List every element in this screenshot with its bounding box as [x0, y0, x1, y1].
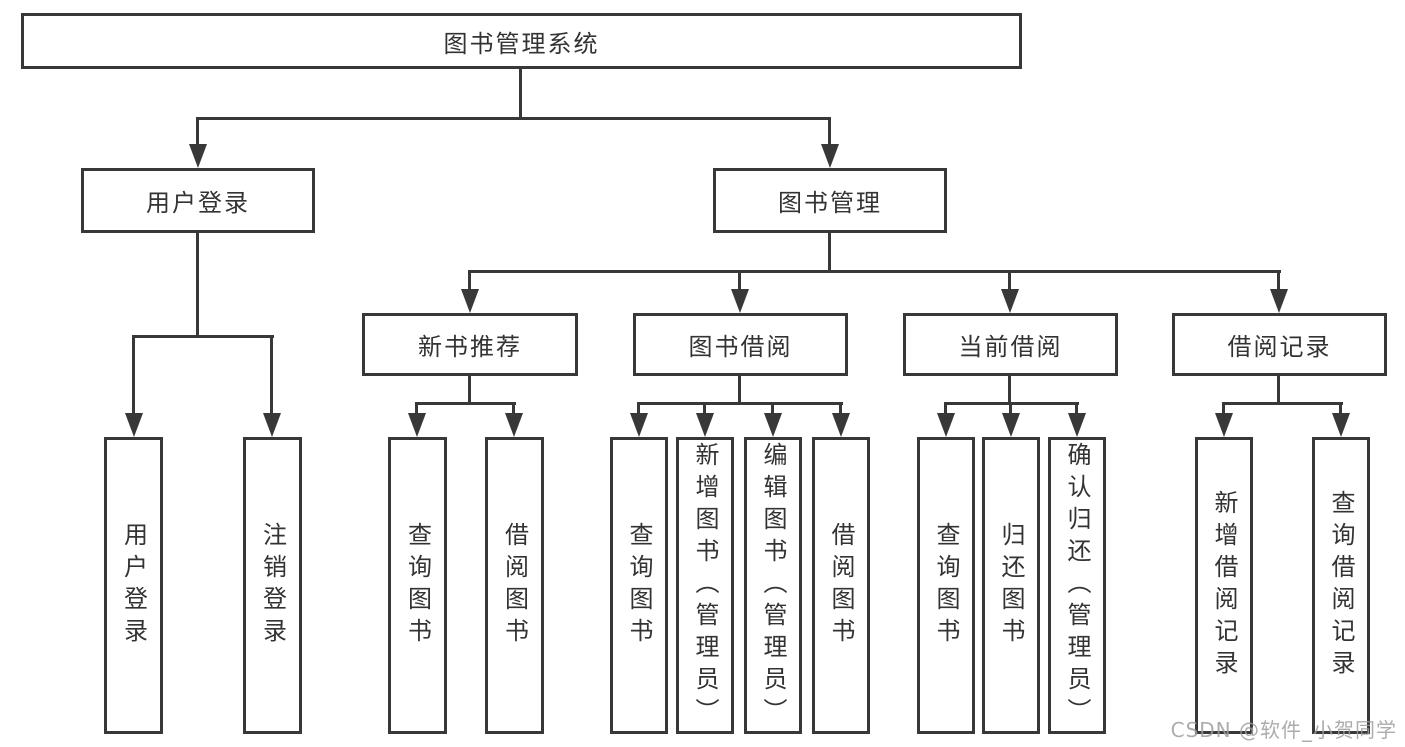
connector-mgmt-bar — [468, 270, 1281, 273]
node-book-borrow: 图书借阅 — [633, 313, 848, 376]
node-leaf-return-books: 归还图书 — [982, 437, 1040, 734]
node-leaf-confirm-return-admin: 确认归还（管理员） — [1048, 437, 1106, 734]
node-leaf-label: 借阅图书 — [827, 521, 855, 650]
node-borrow-records-label: 借阅记录 — [1227, 333, 1332, 361]
connector-mgmt-drop — [468, 270, 471, 292]
arrowhead-icon — [461, 289, 479, 313]
node-leaf-label: 借阅图书 — [500, 521, 529, 650]
node-leaf-label: 新增图书（管理员） — [691, 441, 719, 730]
node-current-borrow: 当前借阅 — [903, 313, 1118, 376]
node-root-label: 图书管理系统 — [443, 29, 600, 58]
arrowhead-icon — [1001, 289, 1019, 313]
arrowhead-icon — [630, 413, 648, 437]
node-leaf-label: 归还图书 — [997, 521, 1025, 650]
node-leaf-label: 查询图书 — [932, 521, 960, 650]
connector-recommend-drop — [512, 402, 515, 415]
connector-mgmt-stem — [828, 233, 831, 273]
node-leaf-logout: 注销登录 — [243, 437, 302, 734]
node-leaf-query-books-recommend: 查询图书 — [388, 437, 447, 734]
connector-mgmt-drop — [1277, 270, 1280, 292]
node-leaf-label: 确认归还（管理员） — [1063, 441, 1091, 730]
watermark-text: CSDN @软件_小贺同学 — [1170, 718, 1397, 742]
arrowhead-icon — [1068, 413, 1086, 437]
arrowhead-icon — [821, 144, 839, 168]
node-leaf-query-books-current: 查询图书 — [917, 437, 975, 734]
connector-borrow-stem — [738, 376, 741, 404]
arrowhead-icon — [1332, 413, 1350, 437]
arrowhead-icon — [1215, 413, 1233, 437]
node-leaf-label: 新增借阅记录 — [1210, 489, 1238, 682]
connector-records-drop — [1222, 402, 1225, 415]
node-leaf-add-borrow-record: 新增借阅记录 — [1195, 437, 1253, 734]
connector-login-bar — [132, 335, 274, 338]
arrowhead-icon — [696, 413, 714, 437]
node-user-login-label: 用户登录 — [146, 189, 250, 217]
arrowhead-icon — [189, 144, 207, 168]
node-root: 图书管理系统 — [21, 13, 1022, 69]
connector-root-stem — [519, 68, 522, 118]
node-leaf-query-books-borrow: 查询图书 — [610, 437, 668, 734]
connector-recommend-stem — [468, 376, 471, 404]
arrowhead-icon — [937, 413, 955, 437]
node-book-management: 图书管理 — [713, 168, 947, 233]
node-leaf-label: 注销登录 — [258, 521, 287, 650]
arrowhead-icon — [125, 413, 143, 437]
arrowhead-icon — [263, 413, 281, 437]
connector-login-stem — [196, 233, 199, 337]
connector-current-stem — [1008, 376, 1011, 404]
connector-borrow-drop — [771, 402, 774, 415]
node-current-borrow-label: 当前借阅 — [958, 333, 1063, 361]
connector-current-drop — [944, 402, 947, 415]
node-leaf-label: 查询图书 — [403, 521, 432, 650]
connector-recommend-drop — [415, 402, 418, 415]
arrowhead-icon — [832, 413, 850, 437]
connector-root-bar — [196, 117, 831, 120]
connector-login-drop — [270, 335, 273, 415]
connector-recommend-bar — [415, 402, 516, 405]
connector-borrow-drop — [839, 402, 842, 415]
connector-current-drop — [1009, 402, 1012, 415]
node-leaf-edit-books-admin: 编辑图书（管理员） — [744, 437, 802, 734]
node-leaf-add-books-admin: 新增图书（管理员） — [676, 437, 734, 734]
connector-current-drop — [1075, 402, 1078, 415]
arrowhead-icon — [1270, 289, 1288, 313]
connector-login-drop — [132, 335, 135, 415]
node-user-login: 用户登录 — [81, 168, 315, 233]
connector-records-drop — [1339, 402, 1342, 415]
node-new-book-recommend-label: 新书推荐 — [418, 333, 522, 361]
node-leaf-label: 查询借阅记录 — [1327, 489, 1355, 682]
connector-root-right-drop — [828, 117, 831, 147]
node-leaf-label: 编辑图书（管理员） — [759, 441, 787, 730]
node-book-borrow-label: 图书借阅 — [688, 333, 793, 361]
node-leaf-label: 查询图书 — [625, 521, 653, 650]
node-book-management-label: 图书管理 — [778, 189, 882, 217]
arrowhead-icon — [505, 413, 523, 437]
connector-records-bar — [1222, 402, 1343, 405]
arrowhead-icon — [1002, 413, 1020, 437]
arrowhead-icon — [731, 289, 749, 313]
node-leaf-query-borrow-record: 查询借阅记录 — [1312, 437, 1370, 734]
connector-borrow-bar — [637, 402, 843, 405]
node-leaf-user-login: 用户登录 — [104, 437, 163, 734]
connector-mgmt-drop — [1008, 270, 1011, 292]
node-leaf-label: 用户登录 — [119, 521, 148, 650]
arrowhead-icon — [764, 413, 782, 437]
node-new-book-recommend: 新书推荐 — [362, 313, 578, 376]
node-leaf-borrow-books: 借阅图书 — [812, 437, 870, 734]
connector-borrow-drop — [703, 402, 706, 415]
connector-records-stem — [1277, 376, 1280, 404]
connector-borrow-drop — [637, 402, 640, 415]
arrowhead-icon — [408, 413, 426, 437]
connector-mgmt-drop — [738, 270, 741, 292]
connector-root-left-drop — [196, 117, 199, 147]
node-borrow-records: 借阅记录 — [1172, 313, 1387, 376]
node-leaf-borrow-books-recommend: 借阅图书 — [485, 437, 544, 734]
